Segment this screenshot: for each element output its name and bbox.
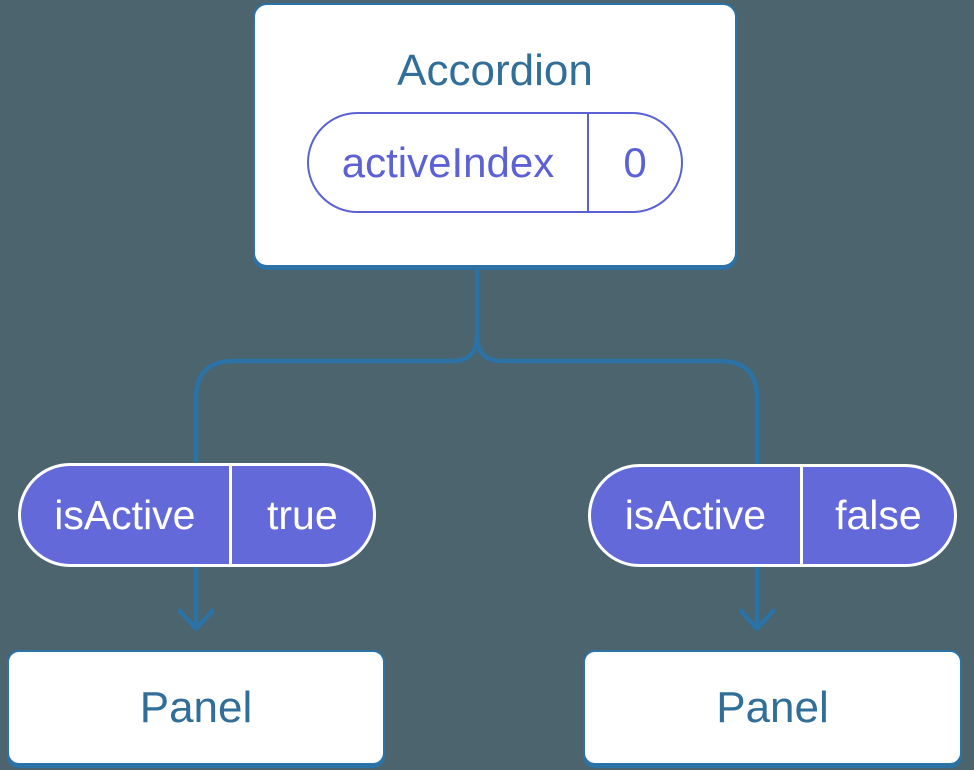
- arrow-down-icon: [177, 608, 215, 632]
- state-pill: activeIndex 0: [307, 112, 683, 214]
- state-pill-name: activeIndex: [341, 138, 555, 186]
- state-pill-value: 0: [623, 138, 647, 186]
- panel-node-label: Panel: [716, 682, 829, 732]
- panel-node-right: Panel: [583, 650, 962, 765]
- pill-divider: [228, 466, 232, 564]
- accordion-node: Accordion activeIndex 0: [253, 3, 737, 267]
- prop-pill-name: isActive: [54, 491, 196, 538]
- connector-right-branch: [474, 335, 760, 629]
- prop-pill-value: false: [835, 492, 922, 538]
- panel-node-left: Panel: [7, 650, 385, 765]
- arrow-down-icon: [738, 608, 776, 632]
- prop-pill-isactive-false: isActive false: [588, 464, 957, 567]
- prop-pill-isactive-true: isActive true: [18, 463, 376, 567]
- panel-node-label: Panel: [139, 682, 253, 732]
- prop-pill-name: isActive: [624, 492, 766, 538]
- accordion-node-label: Accordion: [397, 46, 593, 95]
- prop-pill-value: true: [267, 491, 338, 538]
- connector-left-branch: [193, 268, 480, 629]
- pill-divider: [799, 467, 803, 564]
- pill-divider: [587, 114, 589, 212]
